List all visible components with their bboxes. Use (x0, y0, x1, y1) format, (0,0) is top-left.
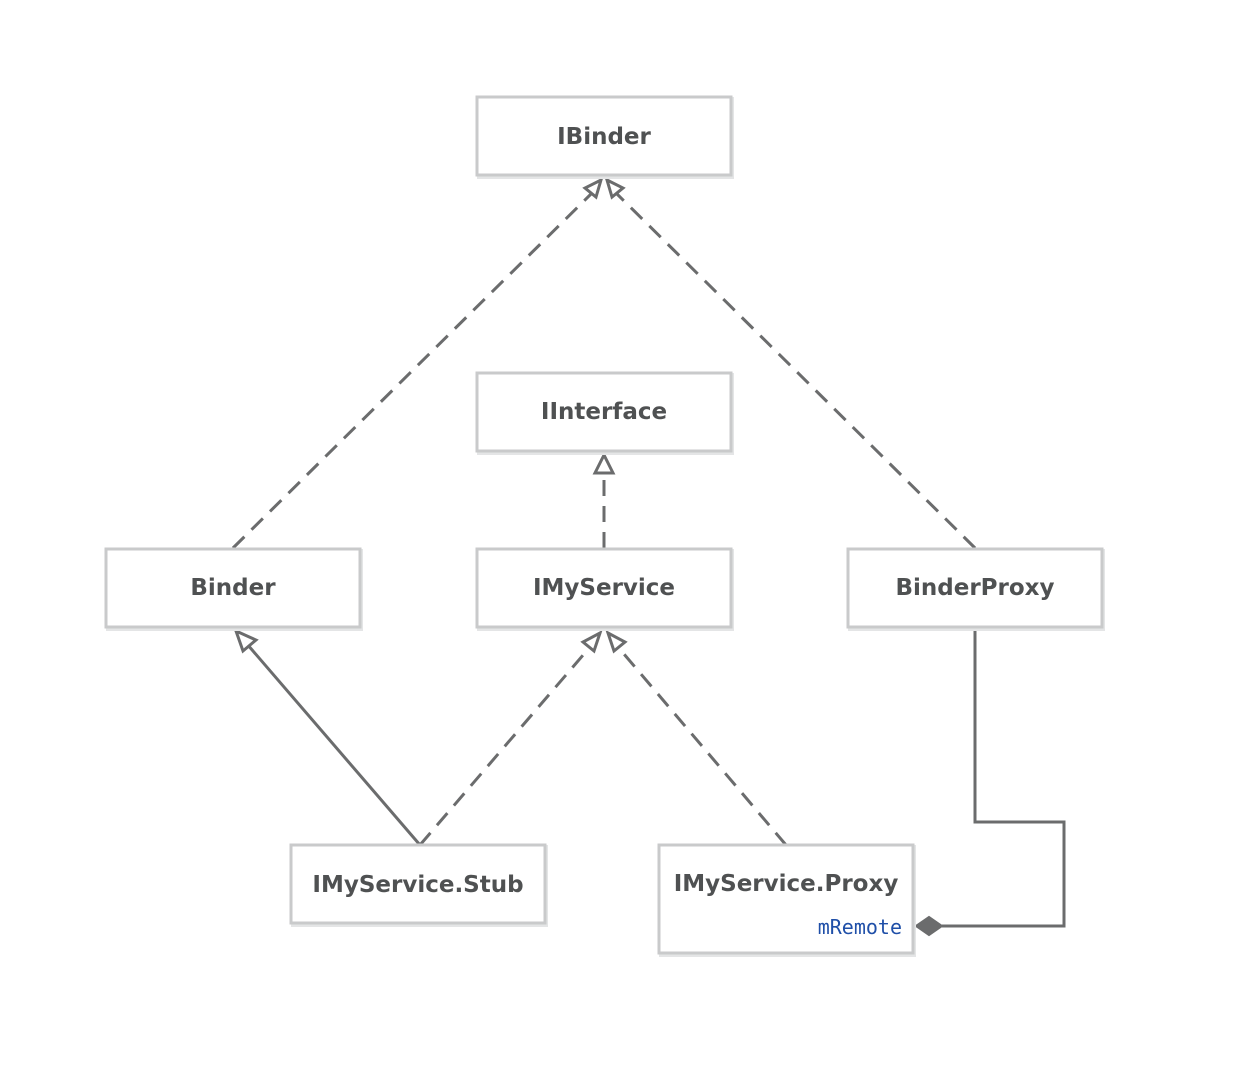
node-proxy-member-mremote: mRemote (818, 915, 902, 939)
node-iinterface[interactable]: IInterface (475, 371, 734, 455)
arrow-head-binder (233, 628, 259, 654)
edges (231, 191, 1066, 928)
arrow-head-ibinder-left (582, 177, 604, 200)
node-ibinder-label: IBinder (557, 124, 651, 150)
node-stub-label: IMyService.Stub (312, 872, 523, 898)
edge-binder-to-ibinder (231, 191, 594, 550)
arrow-head-imyservice-right (605, 629, 628, 654)
node-proxy-label: IMyService.Proxy (674, 871, 899, 897)
composition-diamond (914, 915, 944, 937)
edge-binderproxy-composition (942, 626, 1066, 928)
node-imyservice-label: IMyService (533, 575, 675, 601)
node-binderproxy[interactable]: BinderProxy (846, 547, 1105, 631)
node-imyservice[interactable]: IMyService (475, 547, 734, 631)
edge-proxy-to-imyservice (616, 646, 788, 846)
edge-binderproxy-to-ibinder (614, 191, 977, 550)
arrow-heads (233, 177, 628, 654)
node-binderproxy-label: BinderProxy (895, 575, 1054, 601)
node-iinterface-label: IInterface (541, 399, 667, 425)
arrow-head-ibinder-right (604, 177, 626, 200)
node-stub[interactable]: IMyService.Stub (289, 843, 548, 927)
node-binder-label: Binder (190, 575, 276, 601)
node-proxy[interactable]: IMyService.Proxy mRemote (657, 843, 916, 957)
edge-stub-to-imyservice (418, 646, 592, 846)
edge-stub-to-binder (245, 643, 422, 846)
node-binder[interactable]: Binder (104, 547, 363, 631)
arrow-head-iinterface (592, 451, 616, 475)
node-ibinder[interactable]: IBinder (475, 95, 734, 179)
arrow-head-imyservice-left (580, 629, 603, 654)
